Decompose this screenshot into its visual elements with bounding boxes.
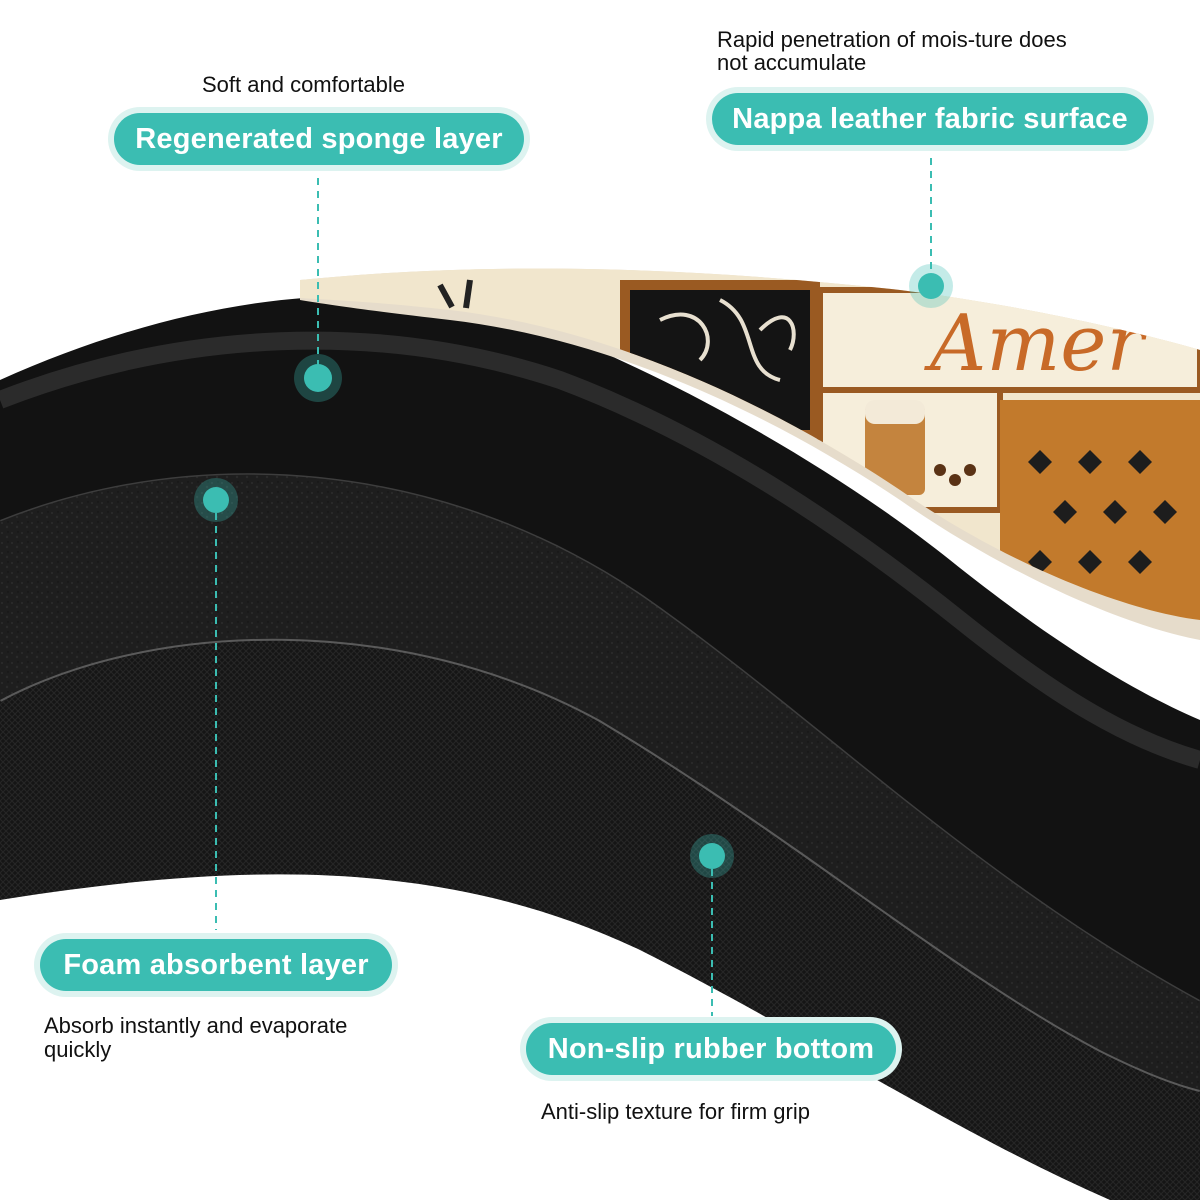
sponge-description: Soft and comfortable xyxy=(202,72,406,97)
marker-foam xyxy=(194,478,238,522)
sponge-label: Regenerated sponge layer xyxy=(114,113,524,165)
foam-description-line1: Absorb instantly and evaporate xyxy=(44,1013,348,1038)
foam-label: Foam absorbent layer xyxy=(40,939,392,991)
marker-nappa xyxy=(909,264,953,308)
nappa-label: Nappa leather fabric surface xyxy=(712,93,1148,145)
foam-label-pill: Foam absorbent layer xyxy=(34,933,398,997)
nappa-label-pill: Nappa leather fabric surface xyxy=(706,87,1154,151)
foam-description-line2: quickly xyxy=(44,1037,112,1062)
sponge-label-pill: Regenerated sponge layer xyxy=(108,107,530,171)
rubber-description: Anti-slip texture for firm grip xyxy=(541,1099,810,1124)
marker-sponge xyxy=(294,354,342,402)
artwork-lettering: Amer xyxy=(924,299,1148,389)
rubber-label-pill: Non-slip rubber bottom xyxy=(520,1017,902,1081)
nappa-description-line2: not accumulate xyxy=(717,50,867,75)
connector-lines xyxy=(215,158,932,1016)
nappa-description-line1: Rapid penetration of mois-ture does xyxy=(717,27,1067,52)
rubber-label: Non-slip rubber bottom xyxy=(526,1023,896,1075)
sponge-layer xyxy=(0,295,1200,1000)
marker-rubber xyxy=(690,834,734,878)
